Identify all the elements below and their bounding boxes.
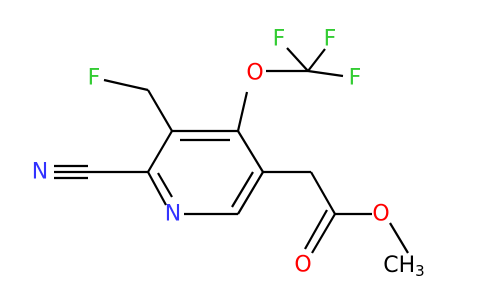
- bond-n1-c2-inner: [157, 172, 173, 198]
- bond-c5-c6-inner: [231, 171, 254, 208]
- bond-carbonyl-o-double-1: [311, 213, 336, 254]
- nitrogen-label-ring: N: [165, 202, 181, 227]
- bond-oester-methyl: [389, 222, 409, 254]
- bond-c3-ch2: [147, 89, 173, 132]
- fluorine-label-cf3-3: F: [349, 66, 362, 91]
- bond-c5-c6: [237, 171, 264, 215]
- fluorine-label-ch2f: F: [88, 66, 101, 91]
- oxygen-label-carbonyl: O: [294, 253, 311, 278]
- methyl-ch: CH: [383, 253, 415, 278]
- bond-c2-c3: [147, 130, 173, 173]
- bond-cf3-f-top: [307, 48, 326, 72]
- oxygen-label-ester: O: [372, 202, 389, 227]
- bond-c4-c5: [237, 130, 264, 173]
- bond-ch2-f: [103, 78, 149, 92]
- bond-carbonyl-o-double-2: [304, 209, 328, 250]
- bond-cf3-f-right: [307, 69, 344, 78]
- nitrogen-label-nitrile: N: [32, 160, 48, 185]
- bond-c4-o: [236, 91, 249, 132]
- oxygen-label-ether: O: [246, 61, 263, 86]
- fluorine-label-cf3-2: F: [324, 27, 337, 52]
- bond-ch2-carbonyl: [310, 171, 336, 215]
- bond-cf3-f-left: [286, 47, 309, 72]
- fluorine-label-cf3-1: F: [273, 27, 286, 52]
- methyl-subscript: 3: [415, 262, 425, 280]
- methyl-label: CH3: [383, 253, 424, 281]
- bond-n1-c2: [147, 171, 167, 206]
